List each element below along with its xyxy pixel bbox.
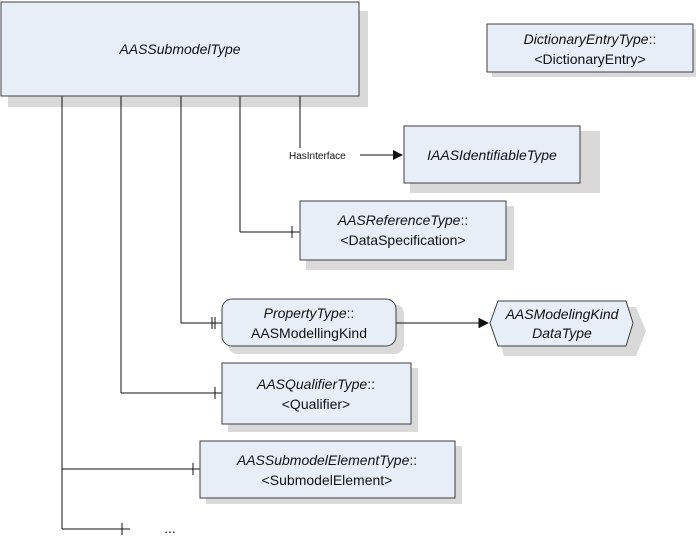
dictionary-node[interactable]: DictionaryEntryType:: <DictionaryEntry> <box>486 23 694 73</box>
qualifier-type: AASQualifierType <box>256 376 367 392</box>
dictionary-title: DictionaryEntryType:: <box>524 31 657 47</box>
has-interface-label: HasInterface <box>289 151 346 162</box>
qualifier-separator: :: <box>367 376 375 392</box>
reference-title: AASReferenceType:: <box>337 212 468 228</box>
submodel-label: AASSubmodelType <box>118 41 240 57</box>
qualifier-title: AASQualifierType:: <box>256 376 375 392</box>
submodel-node[interactable]: AASSubmodelType <box>0 1 360 97</box>
dictionary-type: DictionaryEntryType <box>524 31 649 47</box>
property-separator: :: <box>347 305 355 321</box>
qualifier-subtitle: <Qualifier> <box>282 396 350 412</box>
element-node[interactable]: AASSubmodelElementType:: <SubmodelElemen… <box>199 440 456 499</box>
has-interface-label-bg <box>286 148 360 162</box>
modeling-kind-line2: DataType <box>532 325 592 341</box>
element-type: AASSubmodelElementType <box>236 452 410 468</box>
reference-subtitle: <DataSpecification> <box>340 232 465 248</box>
dictionary-separator: :: <box>649 31 657 47</box>
element-title: AASSubmodelElementType:: <box>236 452 417 468</box>
reference-type: AASReferenceType <box>337 212 461 228</box>
reference-node[interactable]: AASReferenceType:: <DataSpecification> <box>299 200 507 261</box>
more-elements-indicator: ... <box>164 520 176 536</box>
reference-separator: :: <box>460 212 468 228</box>
property-title: PropertyType:: <box>264 305 355 321</box>
dictionary-subtitle: <DictionaryEntry> <box>534 51 645 67</box>
property-subtitle: AASModellingKind <box>251 325 367 341</box>
qualifier-node[interactable]: AASQualifierType:: <Qualifier> <box>221 362 412 425</box>
identifiable-node[interactable]: IAASIdentifiableType <box>403 125 581 184</box>
element-subtitle: <SubmodelElement> <box>262 472 393 488</box>
element-separator: :: <box>409 452 417 468</box>
modeling-kind-line1: AASModelingKind <box>505 306 620 322</box>
modeling-kind-node[interactable]: AASModelingKind DataType <box>489 300 634 347</box>
identifiable-label: IAASIdentifiableType <box>427 147 557 163</box>
property-type: PropertyType <box>264 305 347 321</box>
property-node[interactable]: PropertyType:: AASModellingKind <box>221 298 397 347</box>
